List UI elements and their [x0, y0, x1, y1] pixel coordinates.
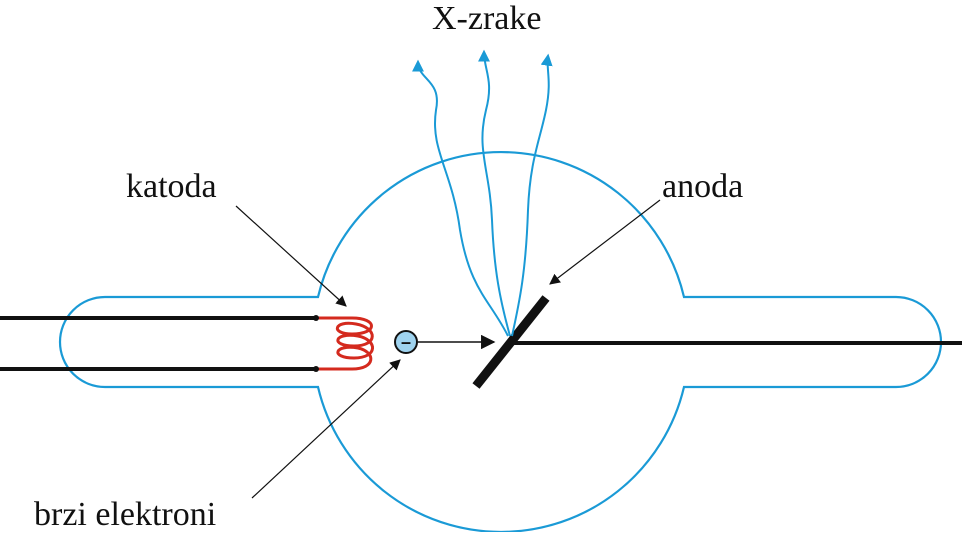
x-ray-lines	[412, 49, 553, 337]
anode-leader	[549, 199, 661, 285]
cathode-label: katoda	[126, 168, 217, 205]
wire-junction-top	[313, 315, 319, 321]
fast-electrons-label: brzi elektroni	[34, 496, 217, 533]
electron-icon: –	[394, 330, 418, 354]
tube-envelope	[58, 151, 943, 532]
electron-sign: –	[401, 332, 411, 352]
wire-junction-bottom	[313, 366, 319, 372]
x-ray-line-left	[412, 59, 509, 337]
x-ray-line-right	[511, 53, 553, 337]
anode-target	[472, 295, 550, 389]
x-ray-line-center	[478, 49, 511, 337]
cathode-filament	[316, 316, 374, 371]
electrons-leader	[251, 359, 401, 499]
cathode-leader	[235, 205, 347, 307]
x-ray-label: X-zrake	[432, 0, 542, 37]
anode-label: anoda	[662, 168, 744, 205]
